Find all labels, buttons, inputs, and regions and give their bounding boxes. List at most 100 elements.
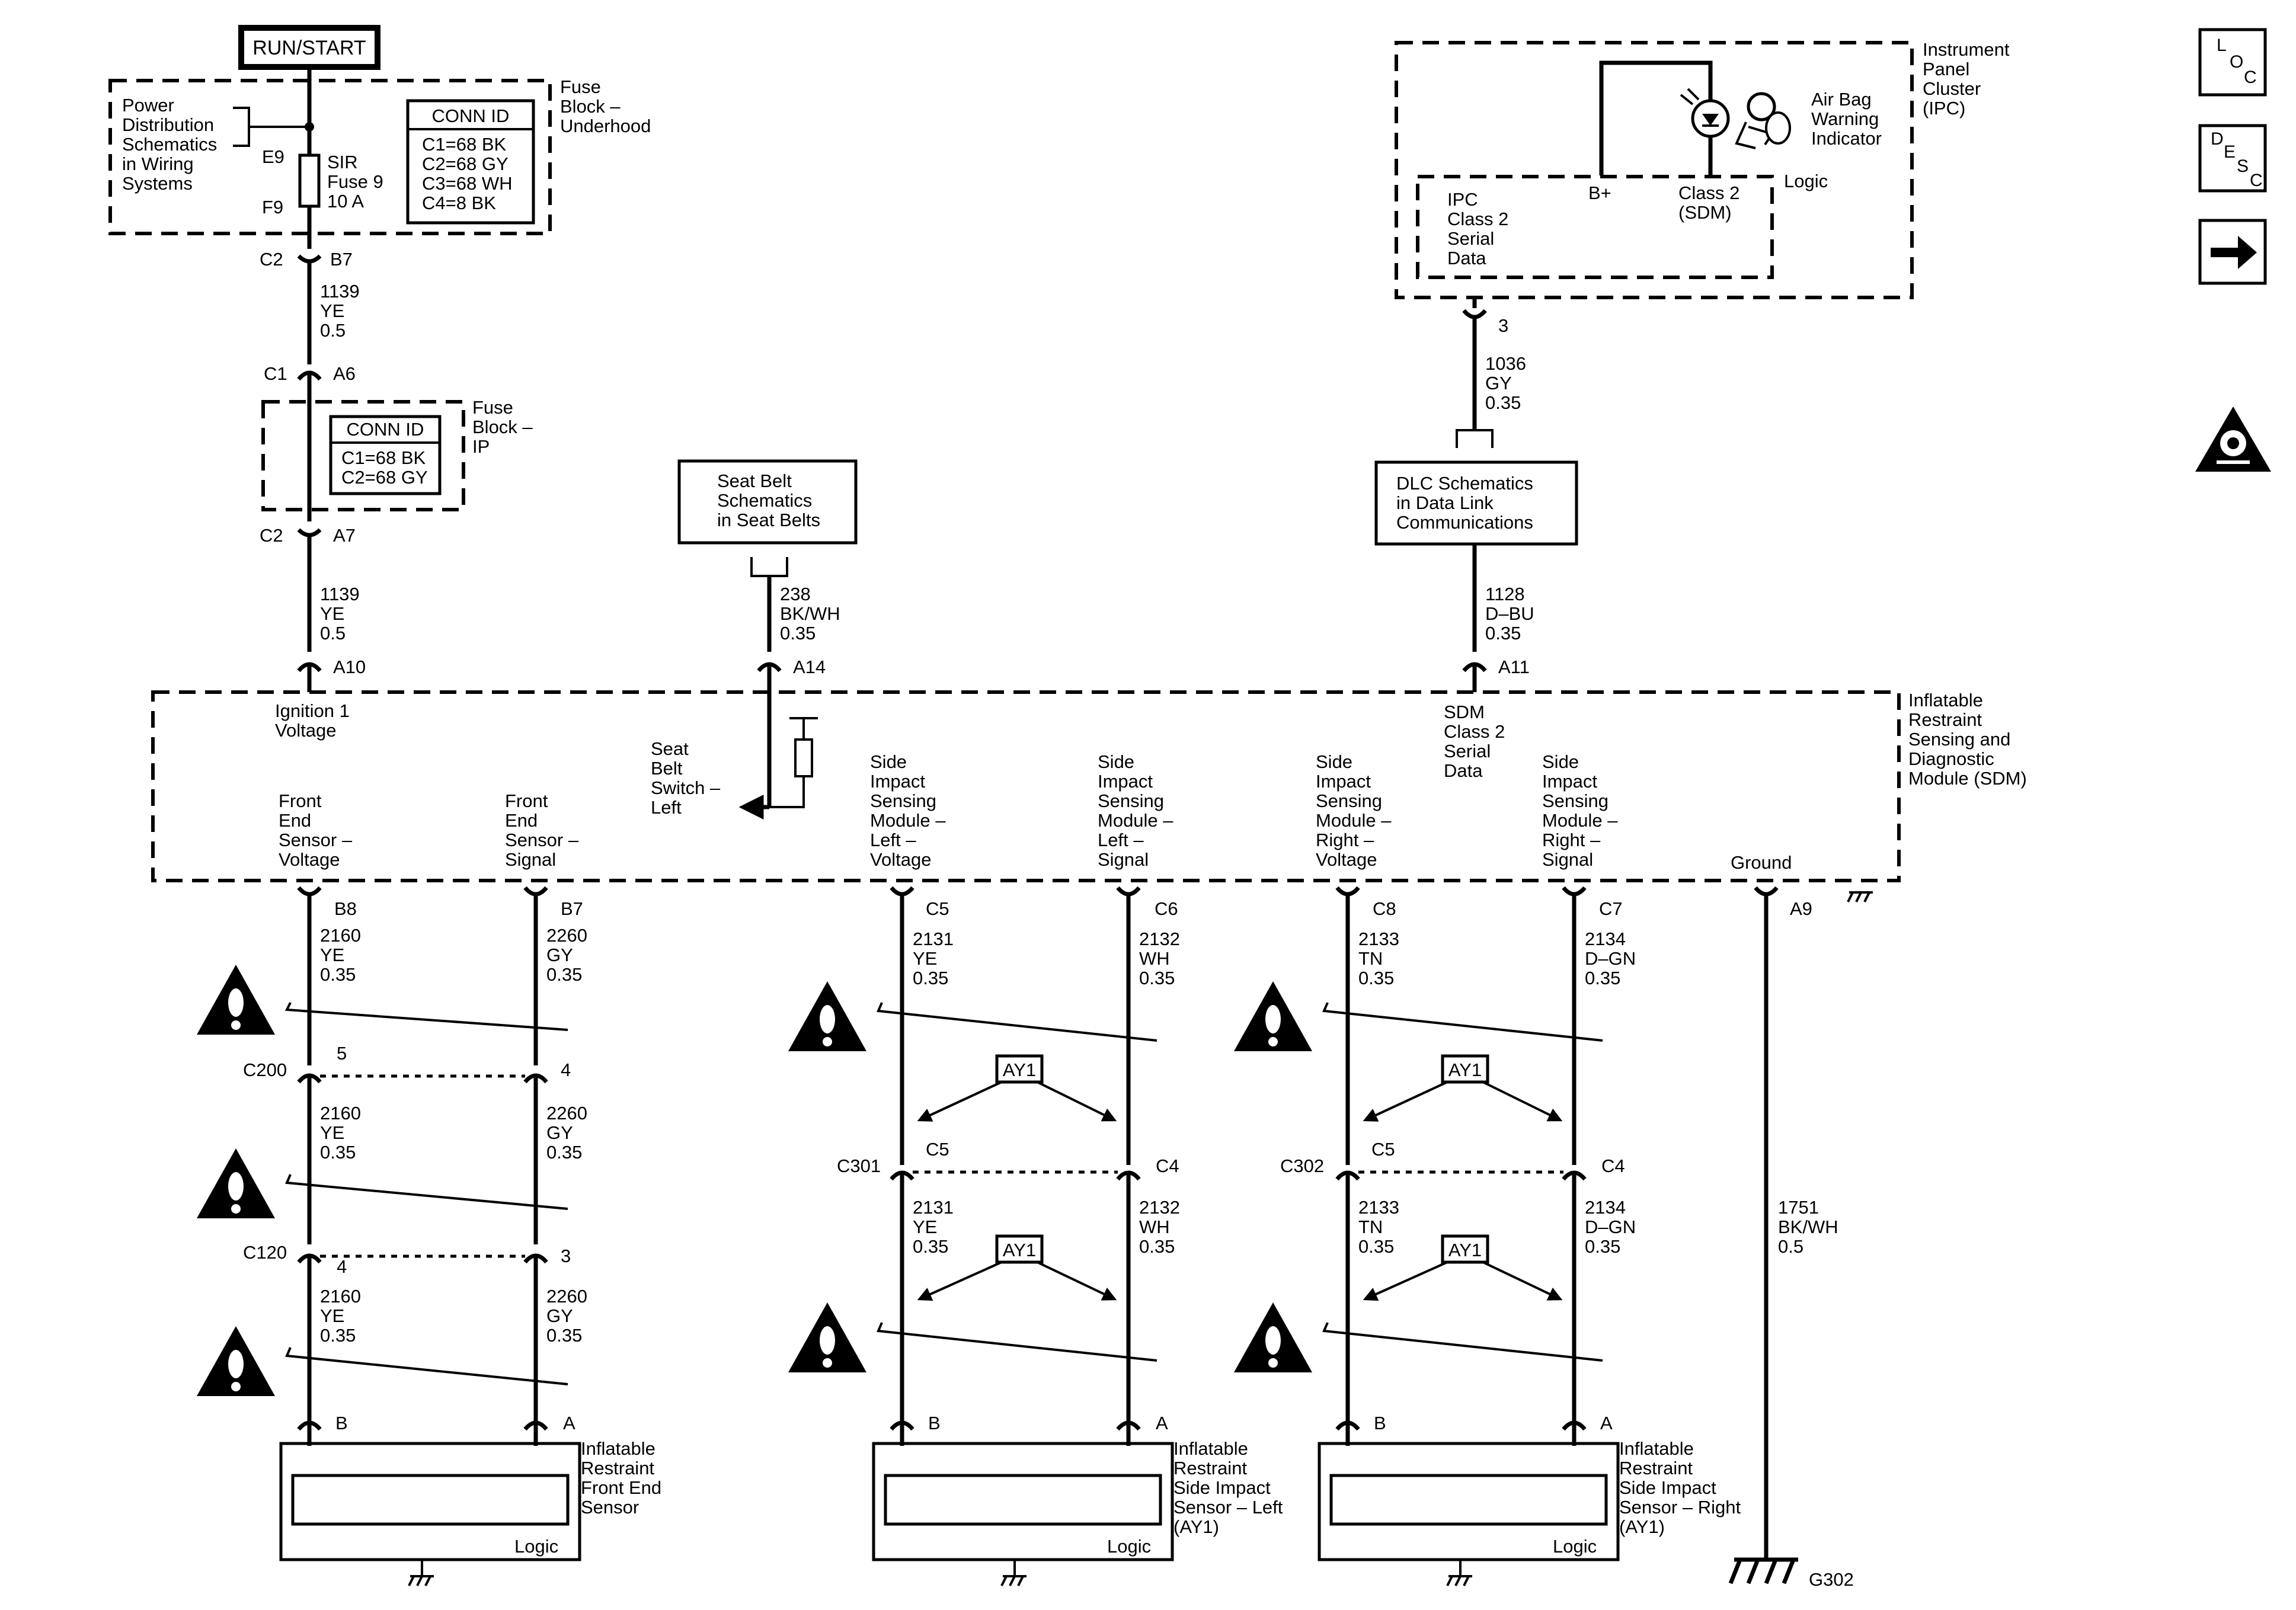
svg-text:Logic: Logic <box>1553 1536 1597 1557</box>
svg-text:B: B <box>928 1413 941 1433</box>
conn-id-ip <box>329 415 442 495</box>
svg-text:A: A <box>563 1413 575 1433</box>
svg-text:Class 2(SDM): Class 2(SDM) <box>1678 183 1739 223</box>
svg-text:C301: C301 <box>837 1156 881 1176</box>
seat-belt-schematics-box <box>677 459 858 545</box>
svg-text:AY1: AY1 <box>1003 1060 1036 1080</box>
svg-text:AY1: AY1 <box>1448 1060 1482 1080</box>
sir-fuse <box>298 153 321 208</box>
conn-id-underhood <box>406 99 535 225</box>
svg-text:A14: A14 <box>793 657 826 677</box>
svg-text:C5: C5 <box>926 898 949 919</box>
svg-text:C4: C4 <box>1156 1156 1179 1176</box>
svg-text:C2: C2 <box>260 525 283 546</box>
svg-text:C5: C5 <box>1371 1139 1395 1160</box>
svg-text:C5: C5 <box>926 1139 949 1160</box>
svg-text:C8: C8 <box>1373 898 1396 919</box>
svg-text:B7: B7 <box>561 898 583 919</box>
svg-text:S: S <box>2237 156 2249 176</box>
svg-text:C2: C2 <box>260 249 283 270</box>
svg-text:O: O <box>2230 52 2243 72</box>
svg-text:C: C <box>2250 171 2263 190</box>
svg-text:A10: A10 <box>333 657 366 677</box>
svg-text:A6: A6 <box>333 363 356 384</box>
run-start-label: RUN/START <box>252 37 366 59</box>
svg-text:Logic: Logic <box>514 1536 558 1557</box>
airbag-warning-icon <box>2195 406 2271 472</box>
svg-text:3: 3 <box>1498 315 1508 336</box>
svg-text:A: A <box>1600 1413 1613 1433</box>
svg-text:CONN ID: CONN ID <box>432 105 510 126</box>
svg-text:L: L <box>2217 36 2227 55</box>
svg-text:C6: C6 <box>1155 898 1178 919</box>
svg-text:B8: B8 <box>334 898 357 919</box>
svg-text:C: C <box>2244 68 2257 87</box>
svg-text:B7: B7 <box>330 249 353 270</box>
svg-text:E9: E9 <box>262 146 284 167</box>
desc-button[interactable]: D E S C <box>2198 124 2267 193</box>
svg-text:C4: C4 <box>1601 1156 1625 1176</box>
svg-text:B+: B+ <box>1588 183 1611 203</box>
loc-button[interactable]: L O C <box>2198 28 2267 97</box>
svg-text:E: E <box>2224 142 2236 162</box>
fuse-block-ip <box>261 400 465 511</box>
svg-text:AY1: AY1 <box>1003 1240 1036 1260</box>
svg-text:C302: C302 <box>1280 1156 1324 1176</box>
arrow-right-icon[interactable] <box>2198 219 2267 285</box>
svg-text:Logic: Logic <box>1784 171 1828 191</box>
svg-text:Logic: Logic <box>1107 1536 1151 1557</box>
svg-text:C200: C200 <box>243 1060 287 1080</box>
svg-text:A: A <box>1156 1413 1168 1433</box>
svg-text:A9: A9 <box>1790 898 1812 919</box>
fuse-block-underhood <box>108 79 552 235</box>
svg-text:B: B <box>1374 1413 1386 1433</box>
airbag-person-icon <box>1735 92 1791 149</box>
svg-text:D: D <box>2211 129 2224 149</box>
svg-text:F9: F9 <box>262 197 283 217</box>
svg-text:A11: A11 <box>1498 657 1530 677</box>
svg-text:AY1: AY1 <box>1448 1240 1482 1260</box>
svg-text:A7: A7 <box>333 525 356 546</box>
svg-text:C7: C7 <box>1599 898 1623 919</box>
svg-text:3: 3 <box>561 1246 571 1266</box>
svg-text:CONN ID: CONN ID <box>347 419 424 440</box>
svg-text:4: 4 <box>561 1060 571 1080</box>
